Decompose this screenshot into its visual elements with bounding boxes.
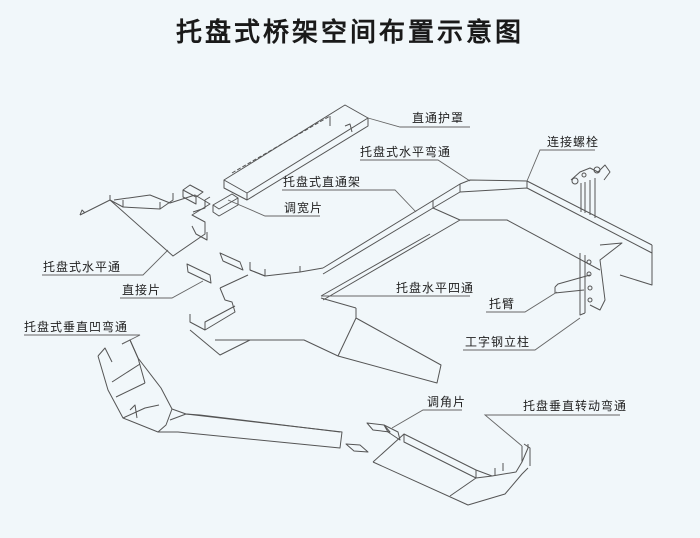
angle-adjuster-parts <box>345 422 401 453</box>
support-column-part <box>554 164 623 316</box>
leader-lines <box>24 117 620 447</box>
label-horizontal-bend: 托盘式水平弯通 <box>360 145 452 159</box>
label-connecting-bolt: 连接螺栓 <box>547 135 600 149</box>
label-vertical-concave-bend: 托盘式垂直凹弯通 <box>24 320 129 334</box>
label-straight-joint: 直接片 <box>122 283 162 297</box>
label-straight-cover: 直通护罩 <box>412 111 465 125</box>
vertical-concave-bend-part <box>97 339 343 449</box>
horizontal-cross-part <box>189 233 442 384</box>
label-vertical-rotating-bend: 托盘垂直转动弯通 <box>523 399 628 413</box>
label-width-adjuster: 调宽片 <box>284 201 324 215</box>
label-horizontal-tee: 托盘式水平通 <box>43 260 122 274</box>
label-horizontal-cross: 托盘水平四通 <box>396 281 475 295</box>
horizontal-tee-part <box>79 193 211 257</box>
label-support-arm: 托臂 <box>489 297 516 311</box>
label-straight-rack: 托盘式直通架 <box>283 175 362 189</box>
label-angle-adjuster: 调角片 <box>427 395 467 409</box>
label-i-beam-column: 工字钢立柱 <box>465 335 531 349</box>
horizontal-bend-part <box>322 179 653 301</box>
width-adjuster-parts <box>182 184 239 217</box>
vertical-rotating-bend-part <box>372 433 531 506</box>
straight-joint-parts <box>186 252 244 284</box>
page-title: 托盘式桥架空间布置示意图 <box>175 18 524 48</box>
